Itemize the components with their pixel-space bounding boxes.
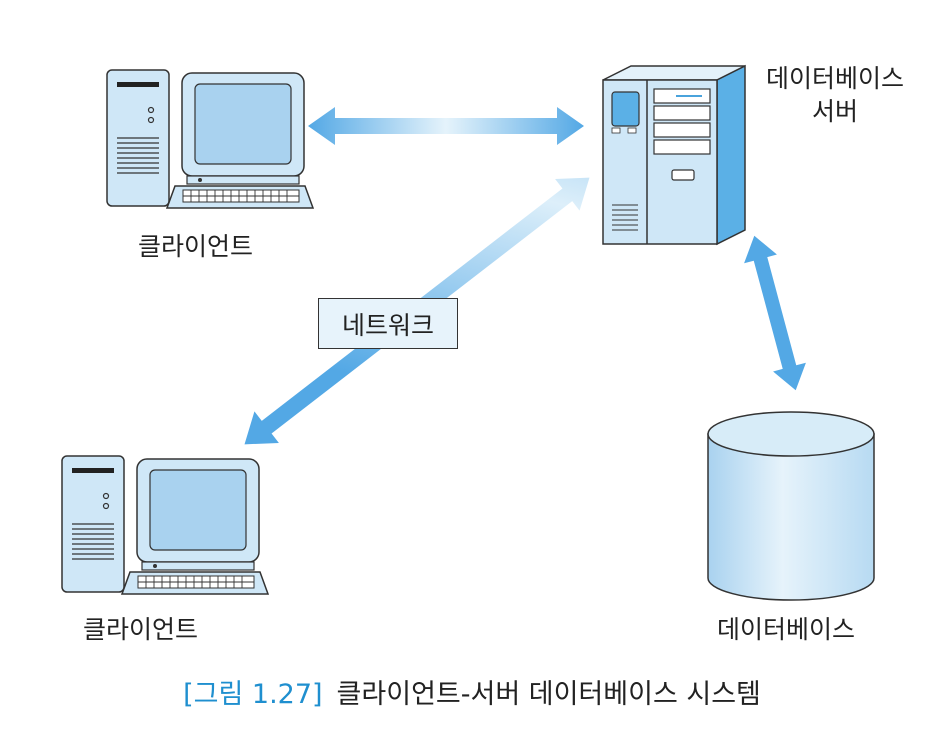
arrow-client-top-server xyxy=(308,107,584,145)
database-cylinder xyxy=(707,411,875,601)
database-server-label-line2: 서버 xyxy=(811,97,858,126)
database-label: 데이터베이스 xyxy=(717,615,856,644)
database-server xyxy=(602,64,746,246)
client-bottom-label: 클라이언트 xyxy=(83,615,199,644)
database-server-label: 데이터베이스 서버 xyxy=(740,62,930,128)
database-server-label-line1: 데이터베이스 xyxy=(765,64,904,93)
figure-number: [그림 1.27] xyxy=(183,679,323,710)
network-label-box: 네트워크 xyxy=(318,298,458,349)
client-computer-bottom xyxy=(61,455,270,595)
network-label: 네트워크 xyxy=(341,310,434,340)
client-computer-top xyxy=(106,69,315,209)
client-top-label: 클라이언트 xyxy=(138,232,254,261)
figure-caption: [그림 1.27] 클라이언트-서버 데이터베이스 시스템 xyxy=(0,672,944,711)
arrow-server-database xyxy=(744,235,806,391)
figure-title: 클라이언트-서버 데이터베이스 시스템 xyxy=(336,679,761,710)
